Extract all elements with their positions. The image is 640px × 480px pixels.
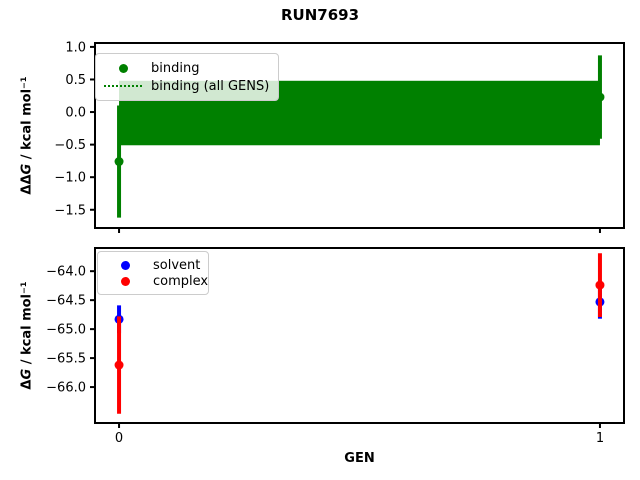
y-tick-label: 0.0 — [65, 106, 86, 121]
legend-item-binding: binding — [104, 59, 268, 77]
y-tick-label: −64.5 — [46, 294, 86, 309]
y-tick-label: −64.0 — [46, 265, 86, 280]
ylabel-units: / kcal mol⁻¹ — [19, 76, 35, 164]
dot-marker-icon — [120, 260, 130, 270]
legend-dot-icon — [106, 260, 144, 270]
y-tick-label: −1.5 — [54, 203, 86, 218]
top-legend: binding binding (all GENS) — [95, 53, 279, 101]
ylabel-delta: Δ — [19, 379, 35, 390]
legend-label: solvent — [153, 257, 201, 273]
y-tick-label: −65.5 — [46, 352, 86, 367]
dot-marker-icon — [118, 63, 128, 73]
data-point-binding — [114, 157, 124, 167]
data-point-complex — [595, 280, 605, 290]
x-axis-label: GEN — [344, 451, 375, 466]
y-tick-label: −65.0 — [46, 323, 86, 338]
y-tick-label: 0.5 — [65, 73, 86, 88]
ylabel-delta: ΔΔ — [19, 174, 35, 195]
x-tick-label: 0 — [115, 431, 123, 446]
ylabel-units: / kcal mol⁻¹ — [19, 281, 35, 369]
bottom-y-axis-label: ΔG / kcal mol⁻¹ — [12, 248, 42, 423]
legend-item-binding-all-gens-: binding (all GENS) — [104, 77, 270, 95]
legend-dotted-line-icon — [104, 85, 142, 87]
y-tick-label: −1.0 — [54, 171, 86, 186]
y-tick-label: −66.0 — [46, 381, 86, 396]
legend-label: binding (all GENS) — [151, 78, 270, 94]
legend-label: binding — [151, 60, 200, 76]
axes-frame — [94, 247, 625, 424]
legend-item-solvent: solvent — [106, 257, 201, 273]
y-tick-label: 1.0 — [65, 40, 86, 55]
axes-frame — [94, 42, 625, 229]
y-tick-label: −0.5 — [54, 138, 86, 153]
figure-title: RUN7693 — [280, 6, 360, 24]
legend-dot-icon — [104, 63, 142, 73]
x-tick-label: 1 — [596, 431, 604, 446]
legend-dot-icon — [106, 276, 144, 286]
data-point-complex — [114, 360, 124, 370]
legend-item-complex: complex — [106, 273, 208, 289]
ylabel-symbol: G — [19, 163, 35, 175]
dot-marker-icon — [120, 276, 130, 286]
dotted-line-icon — [104, 85, 142, 87]
ylabel-symbol: G — [19, 368, 35, 380]
top-y-axis-label: ΔΔG / kcal mol⁻¹ — [12, 43, 42, 228]
legend-label: complex — [153, 273, 209, 289]
